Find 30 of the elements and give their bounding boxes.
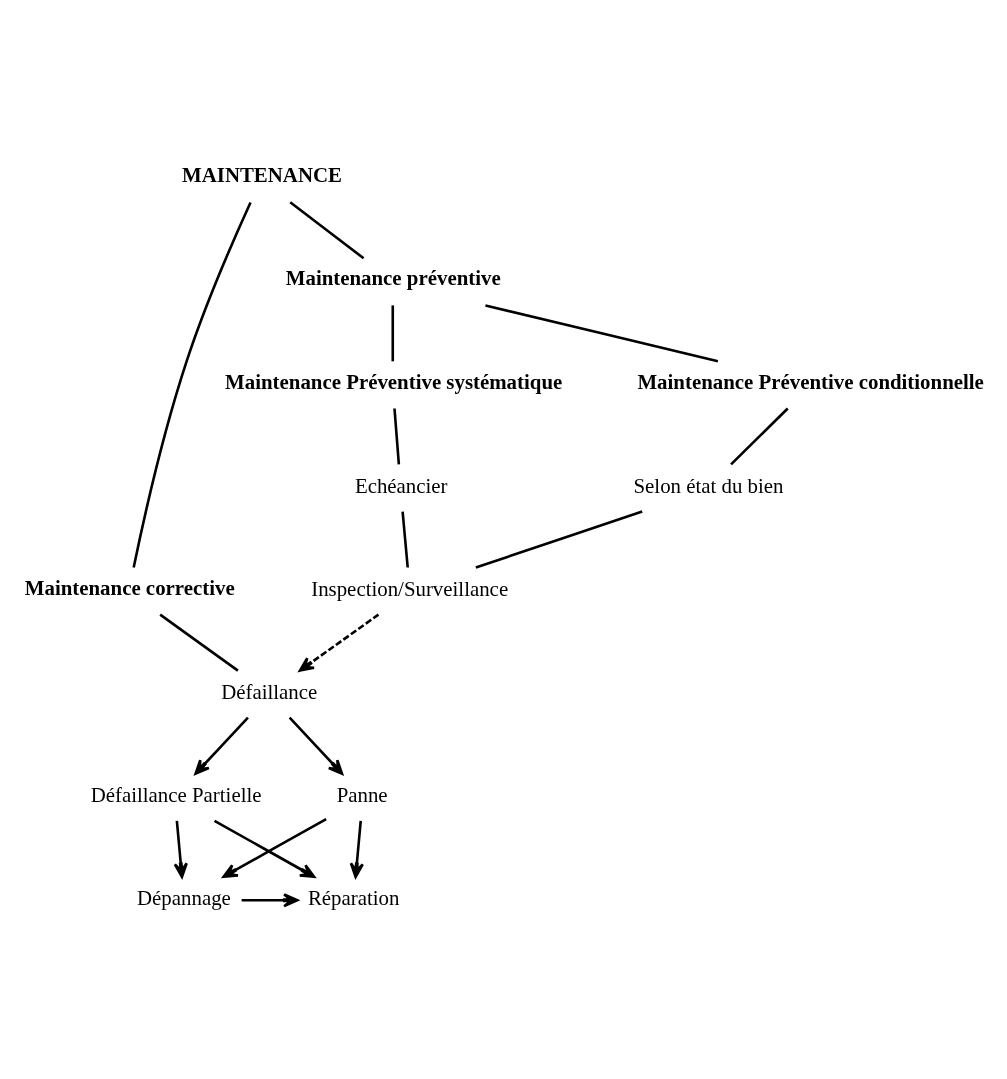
- node-text: Maintenance corrective: [24, 575, 235, 600]
- node-text: Défaillance Partielle: [90, 783, 262, 808]
- arrow: [349, 820, 364, 879]
- arrow: [213, 819, 315, 879]
- node-text: Panne: [336, 783, 388, 808]
- connector: [131, 202, 252, 568]
- node-text: Maintenance Préventive systématique: [224, 369, 562, 394]
- arrow: [241, 893, 298, 908]
- node-text: Inspection/Surveillance: [310, 577, 508, 601]
- arrow: [193, 716, 249, 775]
- node-text: Défaillance: [220, 680, 317, 705]
- connector: [158, 613, 239, 672]
- arrow: [288, 716, 343, 775]
- arrow: [173, 820, 188, 879]
- node-text: MAINTENANCE: [181, 163, 342, 188]
- arrow: [221, 817, 327, 878]
- connector: [400, 511, 409, 568]
- node-text: Selon état du bien: [633, 473, 784, 498]
- connector: [484, 304, 718, 363]
- node-text: Echéancier: [354, 473, 448, 498]
- node-text: Dépannage: [136, 886, 231, 911]
- connector: [474, 510, 643, 569]
- connector: [288, 201, 364, 260]
- node-text: Maintenance préventive: [285, 266, 501, 291]
- connector: [729, 407, 789, 466]
- arrow: [298, 613, 379, 672]
- connector: [392, 408, 400, 465]
- connector: [390, 305, 394, 362]
- node-text: Maintenance Préventive conditionnelle: [636, 369, 984, 394]
- node-text: Réparation: [307, 886, 399, 911]
